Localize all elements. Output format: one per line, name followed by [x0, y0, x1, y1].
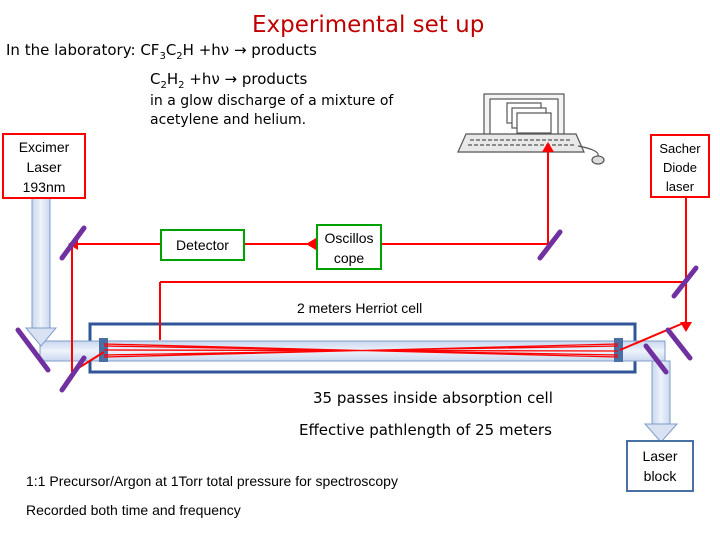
reaction-1-sub: 3 [159, 51, 166, 62]
passes-label: 35 passes inside absorption cell [313, 389, 553, 407]
pathlength-label: Effective pathlength of 25 meters [299, 421, 552, 439]
arrow-icon [24, 327, 58, 347]
detector-box: Detector [160, 229, 245, 261]
laser-block-label-line: Laser [642, 448, 678, 464]
reaction-2-sub: 2 [178, 80, 185, 91]
arrow-icon [643, 423, 679, 443]
reaction-2-mid: H [166, 70, 179, 88]
recorded-note: Recorded both time and frequency [26, 502, 241, 518]
precursor-note: 1:1 Precursor/Argon at 1Torr total press… [26, 473, 398, 489]
reaction-1: In the laboratory: CF3C2H +hν → products [6, 41, 317, 62]
reaction-1-mid: C [165, 41, 177, 59]
oscilloscope-box: Oscillos cope [316, 224, 382, 270]
laser-block-box: Laser block [626, 440, 694, 492]
laser-block-label-line: block [643, 468, 677, 484]
reaction-1-sub: 2 [176, 51, 183, 62]
glow-discharge-note: in a glow discharge of a mixture of acet… [150, 92, 393, 130]
excimer-laser-box: Excimer Laser 193nm [2, 133, 86, 199]
reaction-2-suffix: +hν → products [184, 70, 308, 88]
excimer-pipe [31, 197, 51, 329]
excimer-label-line: Excimer [18, 139, 70, 155]
sacher-label-line: Sacher [659, 141, 701, 156]
glow-note-line: in a glow discharge of a mixture of [150, 93, 394, 109]
sacher-label-line: Diode [663, 160, 697, 175]
sacher-diode-laser-box: Sacher Diode laser [650, 134, 710, 198]
detector-label: Detector [176, 237, 229, 253]
mirror-icon [15, 225, 699, 393]
excimer-label-line: Laser [26, 159, 62, 175]
herriot-cell-label: 2 meters Herriot cell [295, 300, 425, 316]
reaction-1-prefix: In the laboratory: CF [6, 41, 160, 59]
glow-note-line: acetylene and helium. [150, 112, 307, 128]
sacher-label-line: laser [665, 179, 695, 194]
reaction-2: C2H2 +hν → products [150, 70, 307, 91]
computer-icon [457, 93, 605, 165]
reaction-2-sub: 2 [160, 80, 167, 91]
page-title: Experimental set up [252, 12, 485, 38]
reaction-1-suffix: H +hν → products [182, 41, 317, 59]
reaction-2-prefix: C [150, 70, 161, 88]
multipass-beams [103, 343, 619, 358]
excimer-label-line: 193nm [22, 179, 66, 195]
oscilloscope-label-line: cope [333, 250, 365, 266]
oscilloscope-label-line: Oscillos [324, 230, 374, 246]
